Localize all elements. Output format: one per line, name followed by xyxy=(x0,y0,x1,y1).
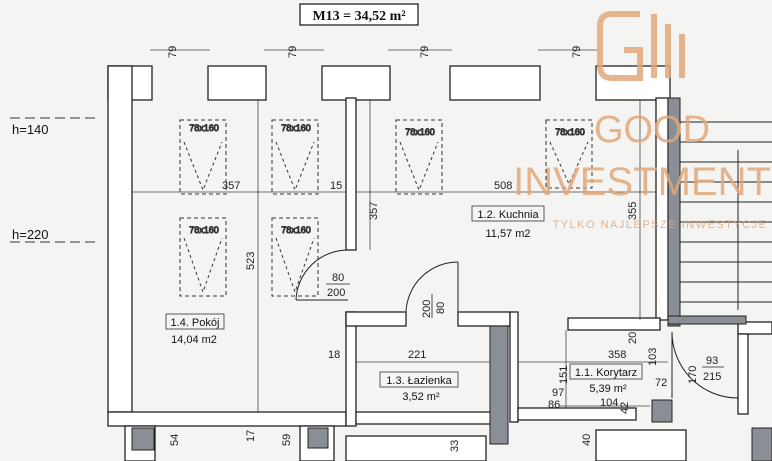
dim-357-vertical: 357 xyxy=(368,202,380,220)
shafts xyxy=(131,97,772,461)
dim-top-2: 79 xyxy=(287,46,299,58)
room-lazienka: 1.3. Łazienka 3,52 m² xyxy=(379,371,459,403)
dim-59: 59 xyxy=(281,434,293,446)
dim-17: 17 xyxy=(245,430,257,442)
dim-40: 40 xyxy=(581,434,593,446)
window-4-size: 78x160 xyxy=(555,127,585,137)
good-investment-logo: GOOD INVESTMENT TYLKO NAJLEPSZE INWESTYC… xyxy=(513,11,771,231)
dim-104: 104 xyxy=(600,397,618,409)
dim-top-1: 79 xyxy=(167,46,179,58)
door2-height: 200 xyxy=(421,300,433,318)
door3-width: 93 xyxy=(706,355,718,367)
dim-15: 15 xyxy=(330,180,342,192)
room-labels: 1.4. Pokój 14,04 m2 1.2. Kuchnia 11,57 m… xyxy=(165,205,643,403)
dim-358: 358 xyxy=(608,349,626,361)
dim-357: 357 xyxy=(222,180,240,192)
window-1: 78x160 xyxy=(179,119,227,195)
doors xyxy=(295,249,739,399)
window-3: 78x160 xyxy=(395,119,443,195)
dim-54: 54 xyxy=(169,434,181,446)
dim-221: 221 xyxy=(408,349,426,361)
staircase xyxy=(679,98,772,316)
unit-area-title: M13 = 34,52 m² xyxy=(299,3,419,26)
room-pokoj-area: 14,04 m2 xyxy=(171,334,217,346)
dimension-lines xyxy=(132,49,668,412)
dimension-labels: 79 79 79 79 357 15 508 357 523 355 80 20… xyxy=(167,46,724,452)
window-3-size: 78x160 xyxy=(405,127,435,137)
room-pokoj: 1.4. Pokój 14,04 m2 xyxy=(165,313,225,346)
dim-86: 86 xyxy=(548,399,560,411)
window-4: 78x160 xyxy=(545,119,593,189)
unit-area-text: M13 = 34,52 m² xyxy=(312,9,405,24)
door2-width: 80 xyxy=(435,302,447,314)
logo-tagline: TYLKO NAJLEPSZE INWESTYCJE xyxy=(552,219,767,231)
logo-text-good: GOOD xyxy=(594,109,710,151)
room-pokoj-name: 1.4. Pokój xyxy=(171,317,220,329)
room-kuchnia-area: 11,57 m2 xyxy=(485,228,530,240)
window-2: 78x160 xyxy=(271,119,319,195)
dim-355: 355 xyxy=(627,202,639,220)
door1-height: 200 xyxy=(327,287,345,299)
room-kuchnia: 1.2. Kuchnia 11,57 m2 xyxy=(471,205,545,240)
room-korytarz-name: 1.1. Korytarz xyxy=(575,367,637,379)
window-2-size: 78x160 xyxy=(281,123,311,133)
roof-windows: 78x160 78x160 78x160 78x160 78x160 78x16… xyxy=(179,119,593,297)
room-korytarz: 1.1. Korytarz 5,39 m² xyxy=(569,363,643,395)
window-6-size: 78x160 xyxy=(281,225,311,235)
door3-height: 215 xyxy=(703,371,721,383)
dim-103: 103 xyxy=(647,348,659,366)
dim-top-4: 79 xyxy=(571,46,583,58)
door1-width: 80 xyxy=(332,272,344,284)
logo-mark-icon xyxy=(597,11,685,81)
dim-20: 20 xyxy=(627,332,639,344)
room-lazienka-name: 1.3. Łazienka xyxy=(386,375,452,387)
dim-97: 97 xyxy=(552,387,564,399)
room-kuchnia-name: 1.2. Kuchnia xyxy=(477,209,539,221)
height-label-220: h=220 xyxy=(12,227,49,242)
height-label-140: h=140 xyxy=(12,122,49,137)
dim-523: 523 xyxy=(245,252,257,270)
dim-top-3: 79 xyxy=(419,46,431,58)
height-markers: h=140 h=220 xyxy=(10,117,100,243)
dim-33: 33 xyxy=(449,440,461,452)
window-6: 78x160 xyxy=(271,217,319,297)
dim-18: 18 xyxy=(328,349,340,361)
walls xyxy=(107,65,772,461)
dim-42: 42 xyxy=(619,402,631,414)
window-5-size: 78x160 xyxy=(189,225,219,235)
dim-151: 151 xyxy=(558,366,570,384)
logo-text-investment: INVESTMENT xyxy=(513,160,771,204)
window-5: 78x160 xyxy=(179,217,227,297)
dim-508: 508 xyxy=(494,180,512,192)
dim-72: 72 xyxy=(655,377,667,389)
dim-170: 170 xyxy=(687,366,699,384)
room-lazienka-area: 3,52 m² xyxy=(402,391,440,403)
room-korytarz-area: 5,39 m² xyxy=(589,383,627,395)
window-1-size: 78x160 xyxy=(189,123,219,133)
